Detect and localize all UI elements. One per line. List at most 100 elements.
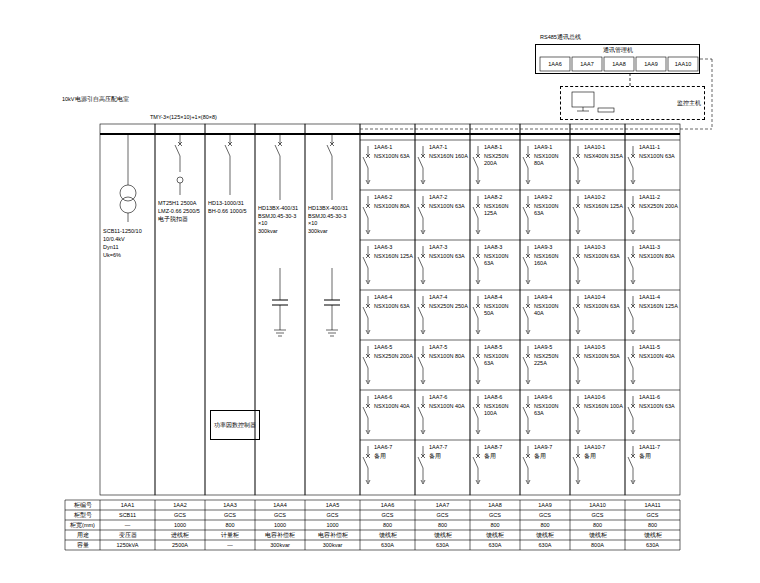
label-text: 1AA8-7 [484, 444, 518, 451]
label-text: NSX100N 63A [534, 403, 568, 417]
label-text: NSX100N 40A [429, 403, 468, 410]
label-text: 备用 [374, 453, 413, 460]
node-text: 通讯管理机 [603, 47, 633, 54]
outgoing-arrow [631, 380, 635, 384]
breaker-cross [631, 454, 635, 458]
drawer-divider [360, 140, 415, 141]
capacitor-plate [324, 300, 340, 301]
breaker-cross [576, 204, 580, 208]
breaker-cross [576, 204, 580, 208]
drawer-divider [415, 140, 470, 141]
wire [528, 168, 529, 182]
wire [578, 218, 579, 232]
wire [423, 396, 424, 406]
wire [423, 446, 424, 456]
drawer-divider [470, 190, 520, 191]
label-text: GCS [306, 512, 359, 519]
wire [423, 168, 424, 182]
drawer-divider [415, 390, 470, 391]
wire [633, 418, 634, 432]
table-rule [360, 500, 361, 550]
outgoing-arrow [526, 280, 530, 284]
label-text: 1AA7 [572, 61, 602, 68]
breaker-blade [275, 145, 280, 156]
label-text: 1AA7-4 [429, 294, 468, 301]
label-text: 1AA9-7 [534, 444, 568, 451]
monitor-symbol [572, 92, 594, 107]
label-text: 1AA10-5 [584, 344, 623, 351]
table-rule [100, 500, 101, 550]
outgoing-arrow [366, 330, 370, 334]
outgoing-arrow [476, 380, 480, 384]
breaker-blade [225, 145, 230, 156]
outgoing-arrow [366, 380, 370, 384]
outgoing-arrow [631, 180, 635, 184]
label-text: HD13-1000/31 [208, 200, 253, 207]
ground-symbol [276, 333, 284, 334]
wire [128, 134, 129, 185]
wire [578, 368, 579, 382]
wire [180, 134, 181, 144]
breaker-cross [576, 154, 580, 158]
cabinet-frame [415, 124, 470, 495]
label-text: 1AA9-1 [534, 144, 568, 151]
label-text: 1AA8-1 [484, 144, 518, 151]
label-text: 1250kVA [101, 542, 154, 549]
breaker-cross [631, 454, 635, 458]
breaker-blade [363, 407, 368, 418]
label-text: 1AA10-7 [584, 444, 623, 451]
label-text: NSX100N 63A [584, 253, 623, 260]
outgoing-arrow [476, 480, 480, 484]
label-text: 300kvar [258, 228, 303, 235]
drawer-divider [360, 190, 415, 191]
breaker-blade [573, 257, 578, 268]
comm-bus [360, 129, 712, 130]
breaker-cross [576, 404, 580, 408]
breaker-cross [631, 154, 635, 158]
label-text: 电容补偿柜 [306, 532, 359, 539]
label-text: 1AA4 [256, 502, 304, 509]
label-text: 300kvar [306, 542, 359, 549]
breaker-blade [363, 257, 368, 268]
breaker-blade [327, 145, 332, 156]
label-text: 1AA1 [101, 502, 154, 509]
breaker-blade [573, 407, 578, 418]
label-text: 1AA8 [471, 502, 519, 509]
label-text: 1AA6 [540, 61, 570, 68]
table-rule [520, 500, 521, 550]
breaker-cross [526, 254, 530, 258]
label-text: 800 [571, 522, 624, 529]
breaker-cross [631, 404, 635, 408]
wire [633, 168, 634, 182]
drawer-divider [415, 340, 470, 341]
drawer-divider [570, 340, 625, 341]
wire [423, 318, 424, 332]
breaker-cross [526, 354, 530, 358]
wire [633, 468, 634, 482]
label-text: 容量 [66, 542, 99, 549]
breaker-cross [421, 354, 425, 358]
outgoing-arrow [526, 380, 530, 384]
wire [478, 168, 479, 182]
drawer-divider [625, 340, 680, 341]
label-text: 馈线柜 [571, 532, 624, 539]
wire [478, 218, 479, 232]
label-text: 电容补偿柜 [256, 532, 304, 539]
wire [633, 296, 634, 306]
monitor-stand [583, 107, 584, 111]
label-text: NSX100N 50A [484, 303, 518, 317]
wire [423, 296, 424, 306]
label-text: 1AA9-6 [534, 394, 568, 401]
breaker-cross [526, 454, 530, 458]
wire [578, 296, 579, 306]
table-rule [255, 500, 256, 550]
drawer-divider [570, 140, 625, 141]
table-rule [65, 500, 680, 501]
drawer-divider [470, 140, 520, 141]
table-rule [65, 520, 680, 521]
wire [528, 368, 529, 382]
drawer-divider [520, 190, 570, 191]
wire [368, 446, 369, 456]
wire [633, 246, 634, 256]
monitor-stand [577, 111, 589, 112]
